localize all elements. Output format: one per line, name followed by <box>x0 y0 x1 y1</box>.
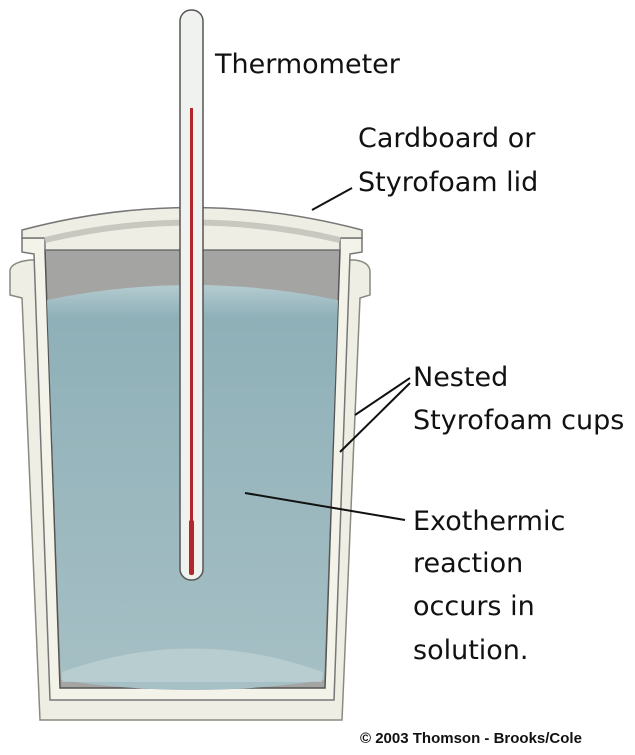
label-reaction-line1: Exothermic <box>413 506 565 537</box>
label-reaction-line2: reaction <box>413 548 523 579</box>
label-reaction-line4: solution. <box>413 635 529 666</box>
label-lid-line2: Styrofoam lid <box>358 167 538 198</box>
copyright: © 2003 Thomson - Brooks/Cole <box>360 730 582 747</box>
label-reaction-line3: occurs in <box>413 591 535 622</box>
label-lid-line1: Cardboard or <box>358 123 536 154</box>
thermometer <box>179 9 204 581</box>
leader-lines <box>244 187 411 521</box>
label-cups-line2: Styrofoam cups <box>413 405 624 436</box>
label-thermometer: Thermometer <box>214 49 401 80</box>
label-cups-line1: Nested <box>413 362 508 393</box>
